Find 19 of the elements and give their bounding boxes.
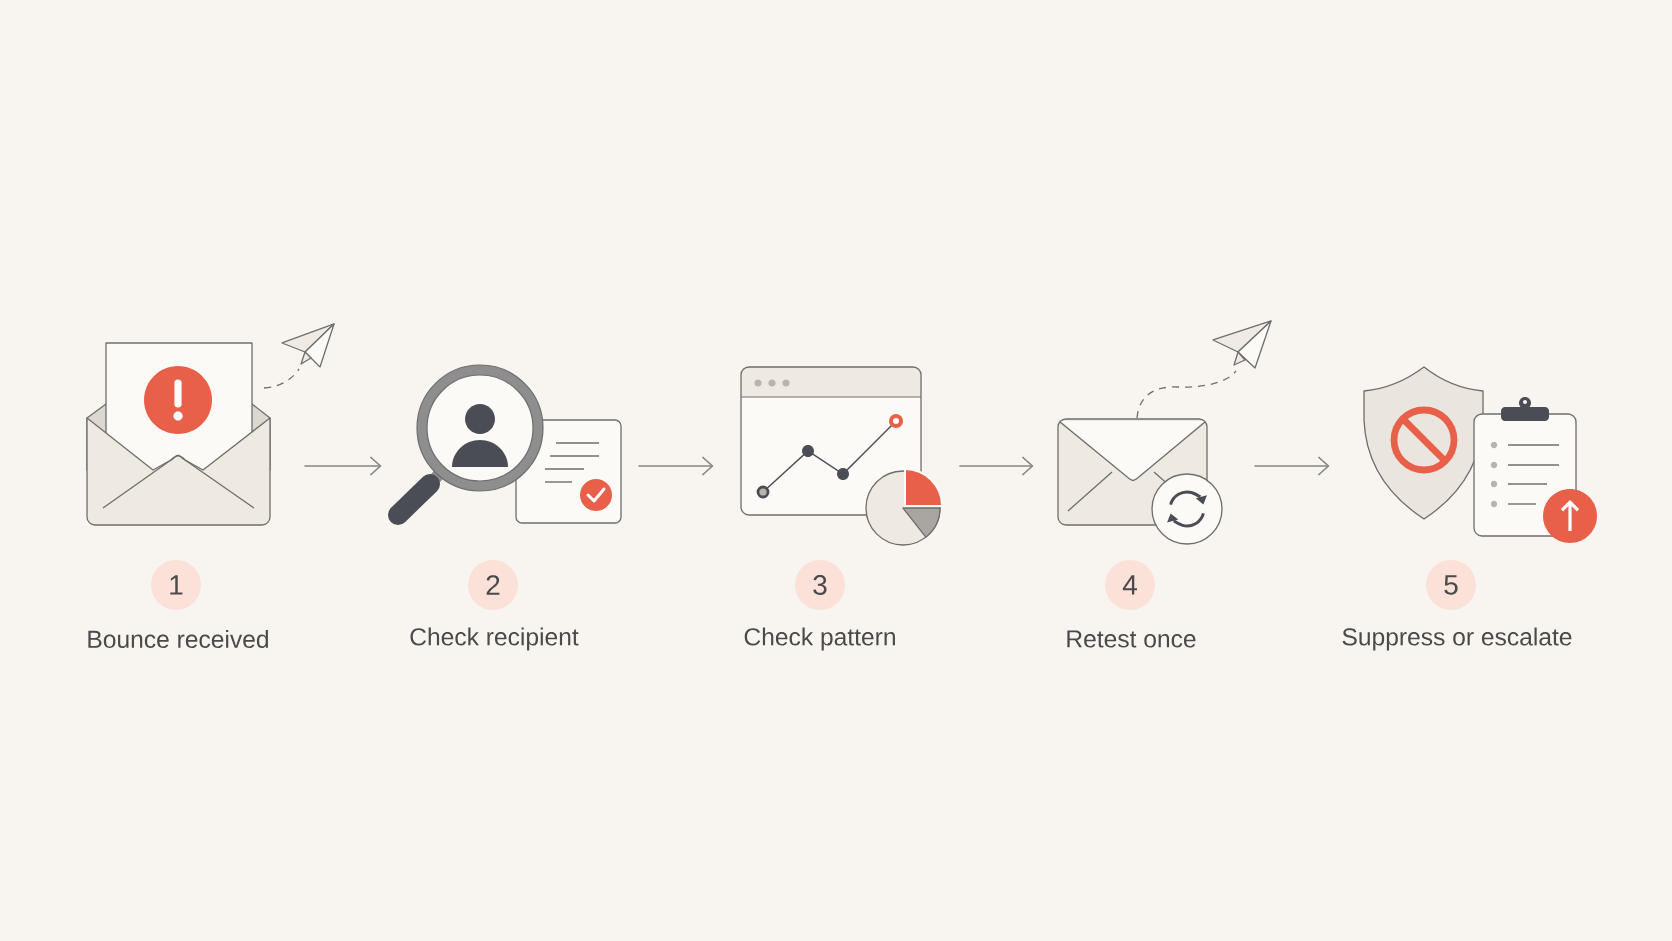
arrow — [958, 456, 1034, 476]
arrow — [303, 456, 382, 476]
envelope-alert-illustration — [86, 342, 271, 526]
step-label: Bounce received — [88, 629, 268, 649]
number-badge: 5 — [1426, 560, 1476, 610]
magnifier-profile-illustration — [388, 364, 622, 525]
step-label: Check recipient — [410, 627, 579, 651]
number-badge: 2 — [468, 560, 518, 610]
envelope-refresh-illustration — [1057, 418, 1223, 545]
step-label: Suppress or escalate — [1342, 627, 1572, 651]
number-badge: 4 — [1105, 560, 1155, 610]
arrow — [637, 456, 714, 476]
arrow — [1253, 456, 1330, 476]
number-badge: 3 — [795, 560, 845, 610]
step-label: Check pattern — [744, 627, 895, 651]
number-badge: 1 — [151, 560, 201, 610]
shield-clipboard-illustration — [1363, 366, 1597, 543]
chart-window-illustration — [740, 366, 943, 546]
step-label: Retest once — [1067, 630, 1196, 648]
